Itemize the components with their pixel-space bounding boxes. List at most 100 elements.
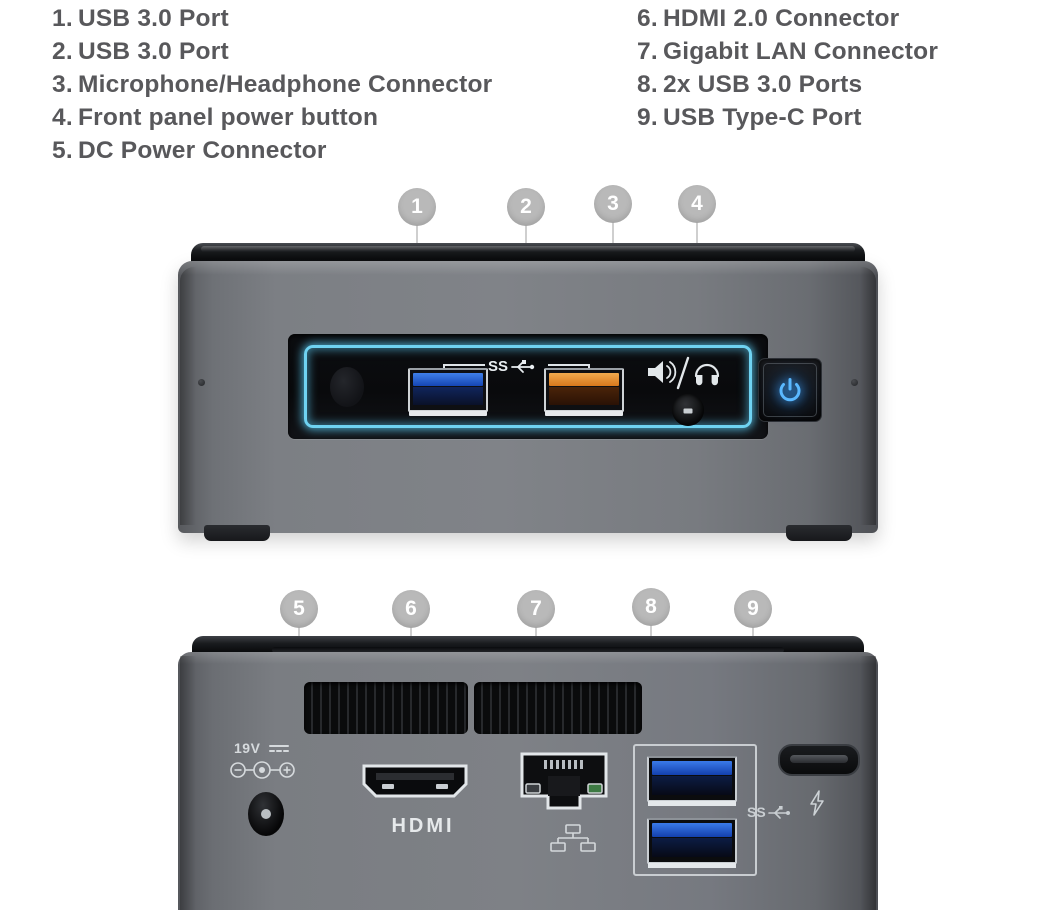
legend-item-3: 3. Microphone/Headphone Connector <box>52 68 492 101</box>
callout-marker-7[interactable]: 7 <box>517 590 555 628</box>
legend-number: 8. <box>637 71 658 98</box>
usb-cavity <box>652 776 732 795</box>
lan-led-right <box>587 783 603 794</box>
ss-bracket-left <box>443 364 485 366</box>
chassis-body-rear: 19V <box>178 652 878 910</box>
callout-marker-4[interactable]: 4 <box>678 185 716 223</box>
legend-number: 4. <box>52 104 73 131</box>
rear-usb3-port-bottom[interactable] <box>647 818 737 868</box>
front-power-button[interactable] <box>758 358 822 422</box>
callout-marker-3[interactable]: 3 <box>594 185 632 223</box>
audio-jack-group[interactable] <box>644 354 740 426</box>
legend-label: HDMI 2.0 Connector <box>663 5 900 32</box>
lan-led-left <box>525 783 541 794</box>
hdmi-label: HDMI <box>391 815 455 837</box>
ss-bracket-right <box>548 364 590 366</box>
hdmi-connector-group[interactable]: HDMI <box>358 762 488 838</box>
superspeed-usb-icon: SS <box>488 356 544 376</box>
rj45-port[interactable] <box>518 752 610 814</box>
chassis-right-edge <box>860 267 876 525</box>
superspeed-text: SS <box>488 358 508 375</box>
usb-bottom-lip <box>648 863 736 868</box>
legend-number: 7. <box>637 38 658 65</box>
legend-label: Microphone/Headphone Connector <box>78 71 493 98</box>
front-usb3-charging-port-orange[interactable] <box>544 368 624 416</box>
screw-hole-left <box>198 379 205 386</box>
usb-tongue <box>549 373 619 386</box>
headphone-icon <box>694 363 720 386</box>
legend-number: 3. <box>52 71 73 98</box>
legend-number: 2. <box>52 38 73 65</box>
legend-label: Front panel power button <box>78 104 379 131</box>
chassis-foot-right <box>786 525 852 541</box>
hdmi-pins <box>382 784 448 789</box>
rj45-pins <box>544 760 583 769</box>
rear-usb3-port-top[interactable] <box>647 756 737 806</box>
legend-right-column: 6. HDMI 2.0 Connector 7. Gigabit LAN Con… <box>637 2 938 134</box>
hdmi-contact-bar <box>376 773 454 780</box>
speaker-icon <box>648 361 663 383</box>
callout-marker-1[interactable]: 1 <box>398 188 436 226</box>
usb-bottom-lip <box>545 411 623 416</box>
legend-label: USB 3.0 Port <box>78 5 229 32</box>
usb-cavity <box>549 387 619 405</box>
front-usb3-port-blue[interactable] <box>408 368 488 416</box>
usb-tongue <box>652 761 732 775</box>
chassis-body-front: SS <box>178 261 878 541</box>
hdmi-port[interactable] <box>358 762 472 802</box>
dc-power-connector-group[interactable]: 19V <box>218 740 328 850</box>
chassis-left-edge-rear <box>180 656 196 910</box>
legend-item-8: 8. 2x USB 3.0 Ports <box>637 68 938 101</box>
legend-item-6: 6. HDMI 2.0 Connector <box>637 2 938 35</box>
legend-item-2: 2. USB 3.0 Port <box>52 35 492 68</box>
legend-block: 1. USB 3.0 Port 2. USB 3.0 Port 3. Micro… <box>0 0 1059 175</box>
front-io-recess: SS <box>288 334 822 439</box>
usb-tongue <box>652 823 732 837</box>
callout-marker-5[interactable]: 5 <box>280 590 318 628</box>
legend-item-7: 7. Gigabit LAN Connector <box>637 35 938 68</box>
front-panel-unit: SS <box>178 243 878 543</box>
legend-label: USB 3.0 Port <box>78 38 229 65</box>
dc-voltage-label: 19V <box>234 740 261 756</box>
dc-symbols <box>230 745 295 779</box>
legend-item-5: 5. DC Power Connector <box>52 134 492 167</box>
callout-marker-9[interactable]: 9 <box>734 590 772 628</box>
audio-icons <box>648 356 720 390</box>
blue-accent-glow-ring <box>304 345 752 428</box>
slash-divider <box>676 356 690 390</box>
legend-number: 9. <box>637 104 658 131</box>
legend-label: USB Type-C Port <box>663 104 862 131</box>
callout-marker-6[interactable]: 6 <box>392 590 430 628</box>
usb-typec-group[interactable] <box>778 744 888 816</box>
polarity-icon <box>230 761 295 779</box>
rj45-latch-slot <box>548 776 580 796</box>
legend-item-9: 9. USB Type-C Port <box>637 101 938 134</box>
usb-tongue <box>413 373 483 386</box>
exhaust-vent-left <box>304 682 468 734</box>
legend-label: DC Power Connector <box>78 137 327 164</box>
usb-typec-port[interactable] <box>778 744 860 776</box>
dc-power-jack[interactable] <box>248 792 284 836</box>
lan-network-icon <box>550 824 596 854</box>
lan-connector-group[interactable] <box>518 752 628 854</box>
legend-item-1: 1. USB 3.0 Port <box>52 2 492 35</box>
chassis-foot-left <box>204 525 270 541</box>
thunderbolt-icon <box>808 790 826 816</box>
superspeed-text-rear: SS <box>747 804 766 820</box>
legend-label: Gigabit LAN Connector <box>663 38 939 65</box>
legend-label: 2x USB 3.0 Ports <box>663 71 863 98</box>
chassis-right-edge-rear <box>860 656 876 910</box>
legend-item-4: 4. Front panel power button <box>52 101 492 134</box>
legend-number: 5. <box>52 137 73 164</box>
legend-left-column: 1. USB 3.0 Port 2. USB 3.0 Port 3. Micro… <box>52 2 492 167</box>
callout-marker-2[interactable]: 2 <box>507 188 545 226</box>
callout-marker-8[interactable]: 8 <box>632 588 670 626</box>
power-icon <box>779 378 801 402</box>
usb-bottom-lip <box>409 411 487 416</box>
audio-jack-hole[interactable] <box>672 394 704 426</box>
rear-usb3-port-group: SS <box>633 744 790 876</box>
legend-number: 6. <box>637 5 658 32</box>
hdmi-port-outline <box>362 764 468 798</box>
usb-bottom-lip <box>648 801 736 806</box>
usb-cavity <box>413 387 483 405</box>
